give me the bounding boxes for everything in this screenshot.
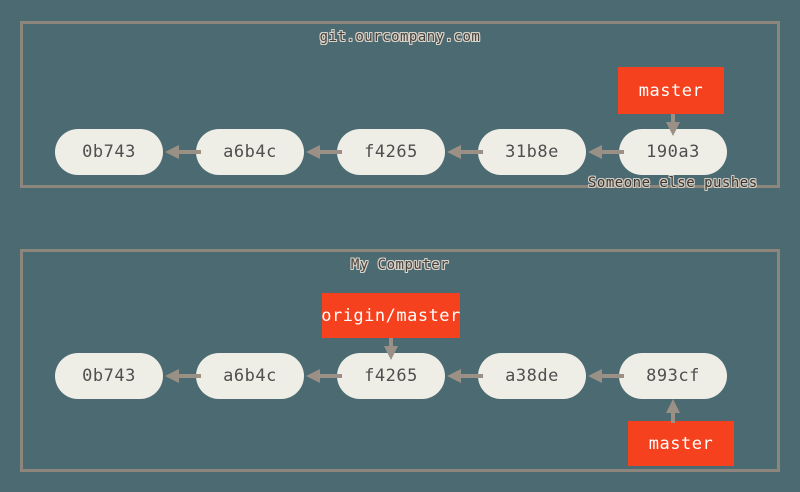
commit-node[interactable]: 0b743 (55, 129, 163, 175)
parent-arrow-icon (447, 145, 483, 159)
parent-arrow-icon (306, 369, 342, 383)
commit-node[interactable]: f4265 (337, 353, 445, 399)
parent-arrow-icon (447, 369, 483, 383)
local-panel-title: My Computer (350, 257, 450, 273)
branch-pointer-arrow-icon (666, 399, 680, 423)
commit-node[interactable]: a6b4c (196, 353, 304, 399)
remote-repository-panel: git.ourcompany.com (20, 21, 780, 188)
parent-arrow-icon (165, 145, 201, 159)
commit-node[interactable]: f4265 (337, 129, 445, 175)
parent-arrow-icon (306, 145, 342, 159)
branch-pointer-arrow-icon (384, 338, 398, 360)
branch-label-origin-master[interactable]: origin/master (321, 293, 460, 338)
local-repository-panel: My Computer (20, 249, 780, 472)
commit-node[interactable]: a38de (478, 353, 586, 399)
commit-node[interactable]: 893cf (619, 353, 727, 399)
branch-label-master-remote[interactable]: master (618, 67, 724, 114)
parent-arrow-icon (588, 369, 624, 383)
commit-node[interactable]: 190a3 (619, 129, 727, 175)
parent-arrow-icon (588, 145, 624, 159)
remote-panel-title: git.ourcompany.com (319, 29, 481, 45)
branch-label-master-local[interactable]: master (628, 421, 734, 466)
parent-arrow-icon (165, 369, 201, 383)
branch-pointer-arrow-icon (666, 114, 680, 136)
commit-node[interactable]: 31b8e (478, 129, 586, 175)
remote-push-annotation: Someone else pushes (588, 175, 758, 191)
commit-node[interactable]: a6b4c (196, 129, 304, 175)
commit-node[interactable]: 0b743 (55, 353, 163, 399)
